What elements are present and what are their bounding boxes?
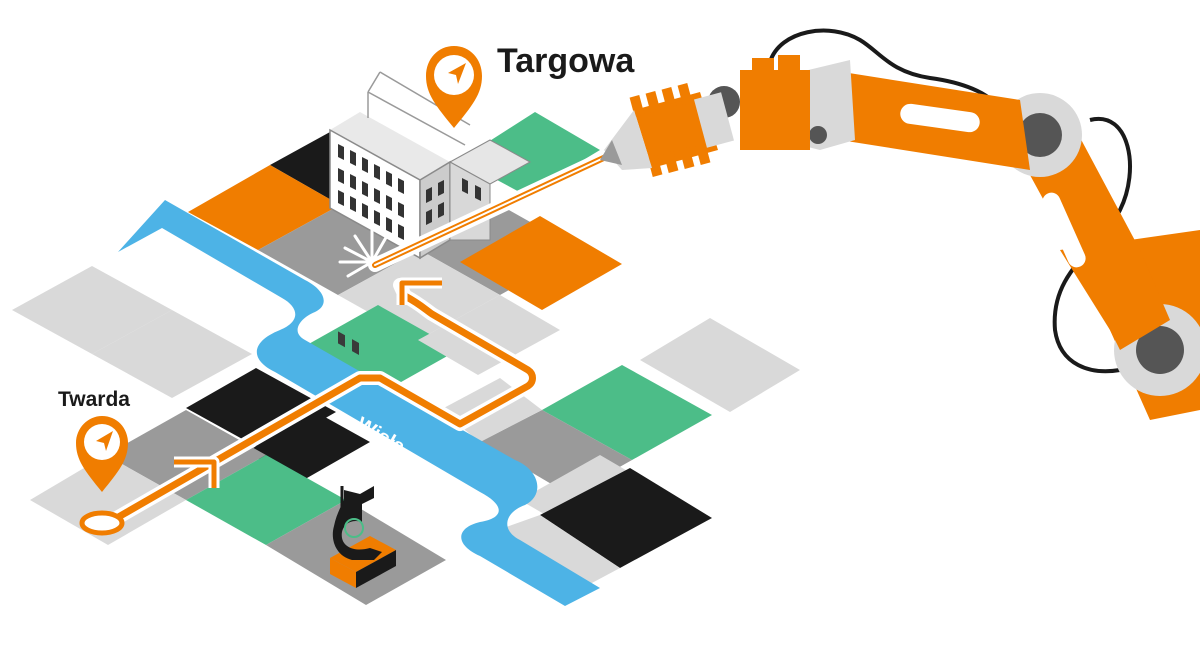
origin-pin [76, 416, 128, 492]
tile [540, 468, 712, 568]
tile [542, 365, 712, 460]
location-pin-navigation-icon [96, 431, 113, 451]
destination-label: Targowa [497, 42, 635, 80]
tile [92, 310, 252, 398]
route-start-marker [79, 510, 125, 536]
robotic-arm-icon [600, 28, 1200, 420]
location-pin-navigation-icon [448, 63, 466, 84]
route-path [79, 277, 540, 536]
map-tiles [12, 112, 800, 605]
tile [640, 318, 800, 412]
syrenka-monument-icon [330, 486, 396, 588]
destination-pin [426, 46, 482, 128]
tenement-building-icon [329, 71, 532, 355]
origin-label: Twarda [58, 388, 130, 411]
laser-beam [338, 148, 617, 278]
tile [30, 455, 186, 545]
tile [188, 165, 340, 250]
spark-icon [338, 228, 390, 278]
tile [460, 216, 622, 310]
tile [418, 295, 560, 375]
